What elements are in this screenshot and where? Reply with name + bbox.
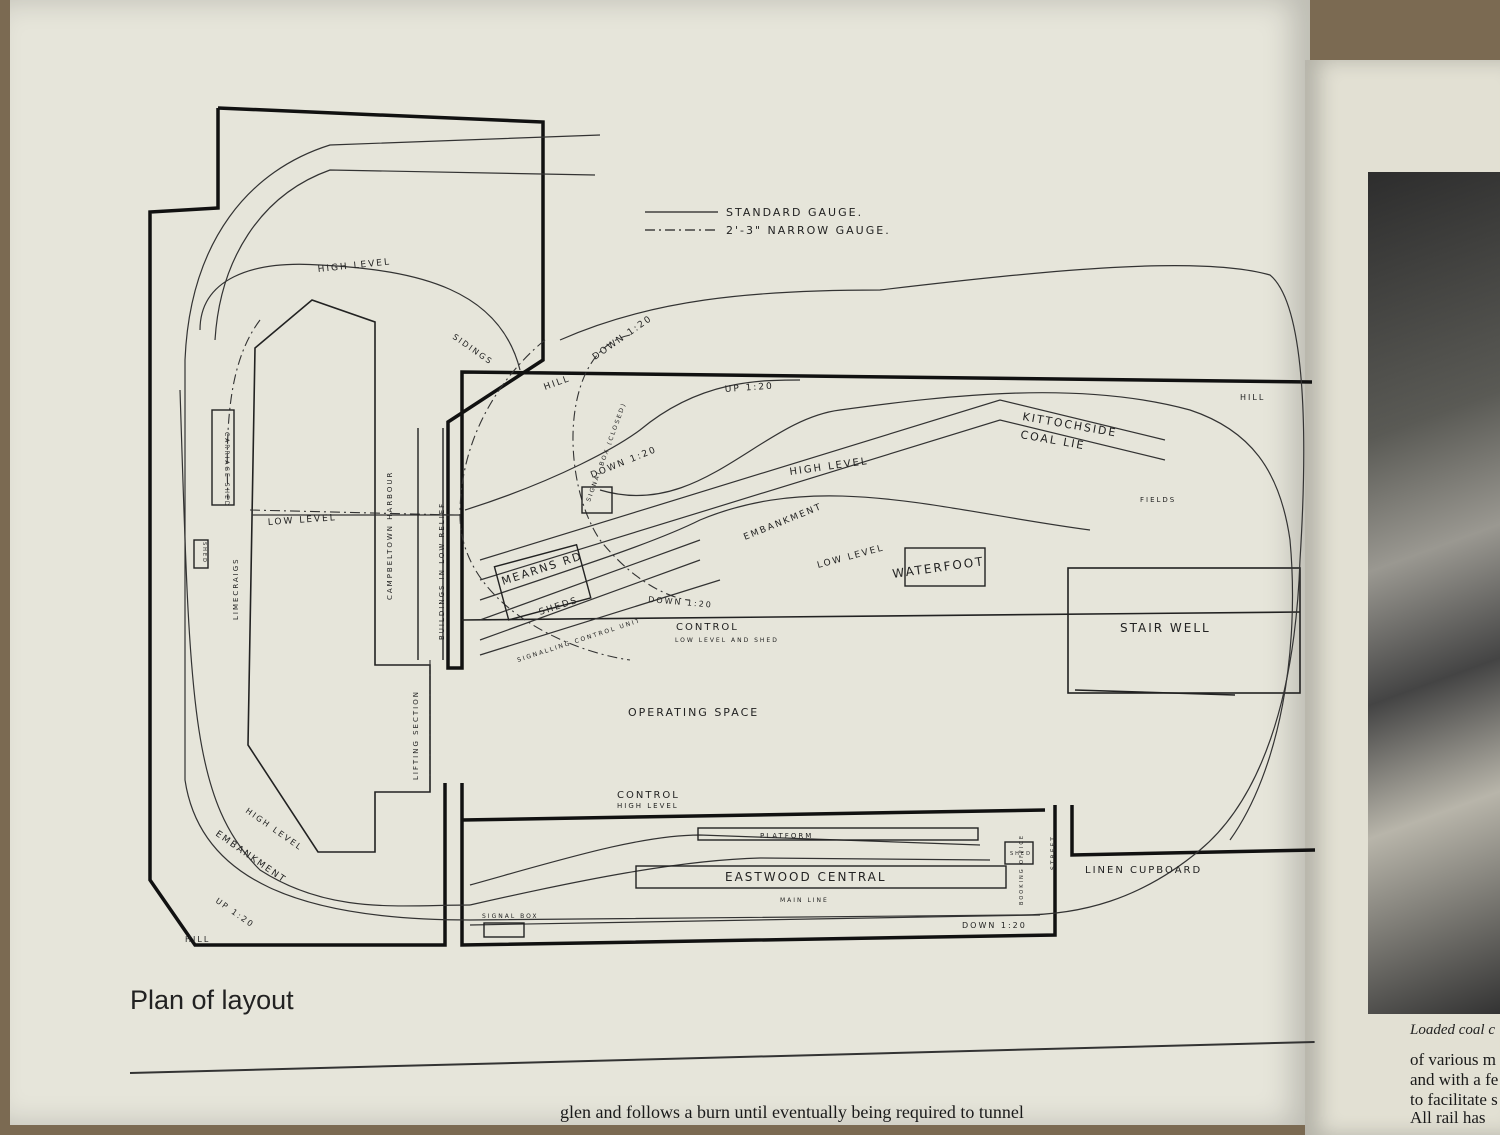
figure-caption: Plan of layout: [130, 985, 294, 1015]
layout-plan: STANDARD GAUGE. 2'-3" NARROW GAUGE. HIGH…: [148, 106, 1316, 947]
label-street: STREET: [1050, 835, 1057, 870]
legend: STANDARD GAUGE. 2'-3" NARROW GAUGE.: [645, 206, 891, 237]
label-low-level-left: LOW LEVEL: [268, 513, 338, 528]
label-fields: FIELDS: [1140, 496, 1176, 504]
label-linen-cupboard: LINEN CUPBOARD: [1085, 865, 1202, 876]
label-signal-box: SIGNAL BOX: [482, 913, 539, 920]
label-sidings: SIDINGS: [451, 332, 495, 366]
right-text-line: and with a fe: [1410, 1070, 1499, 1089]
baseboard-outline: [148, 106, 1316, 947]
label-limecraigs: LIMECRAIGS: [232, 557, 240, 620]
label-hill-bottom: HILL: [185, 935, 210, 944]
label-hill-right: HILL: [1240, 393, 1265, 402]
label-control-high-sub: HIGH LEVEL: [617, 802, 679, 810]
plan-labels: HIGH LEVEL SIDINGS DOWN 1:20 HILL UP 1:2…: [185, 257, 1265, 944]
track-lines: [179, 134, 1305, 926]
label-stair-well: STAIR WELL: [1120, 621, 1211, 635]
narrow-gauge-lines: [226, 319, 691, 780]
photo-caption: Loaded coal c: [1410, 1022, 1495, 1038]
legend-standard-label: STANDARD GAUGE.: [726, 206, 863, 219]
label-buildings-low-relief: BUILDINGS IN LOW RELIEF: [438, 502, 446, 640]
label-lifting-section: LIFTING SECTION: [412, 690, 420, 780]
body-text-line: glen and follows a burn until eventually…: [560, 1102, 1024, 1122]
scenery-boards: [247, 299, 1301, 853]
label-low-level-mid: LOW LEVEL: [816, 543, 885, 571]
label-sheds: SHEDS: [538, 596, 580, 618]
label-down-bottom: DOWN 1:20: [962, 921, 1027, 930]
right-text-line: All rail has: [1410, 1108, 1486, 1127]
label-eastwood-central: EASTWOOD CENTRAL: [725, 870, 887, 884]
coal-wagon-photo: [1368, 172, 1500, 1014]
label-high-level-top: HIGH LEVEL: [317, 257, 391, 275]
right-text-line: of various m: [1410, 1050, 1496, 1069]
label-platform: PLATFORM: [760, 832, 813, 840]
label-control-low: CONTROL: [676, 622, 739, 633]
label-shed: SHED: [201, 542, 207, 564]
label-down-top: DOWN 1:20: [591, 314, 655, 363]
label-hill-top: HILL: [543, 374, 572, 393]
label-booking-office: BOOKING OFFICE: [1019, 834, 1025, 905]
label-control-low-sub: LOW LEVEL AND SHED: [675, 637, 779, 644]
label-high-level-mid: HIGH LEVEL: [789, 456, 869, 478]
label-campbeltown-harbour: CAMPBELTOWN HARBOUR: [386, 471, 394, 600]
label-shed-small: SHED: [1010, 851, 1032, 857]
label-control-high: CONTROL: [617, 790, 680, 801]
label-embankment-mid: EMBANKMENT: [742, 502, 824, 543]
legend-narrow-label: 2'-3" NARROW GAUGE.: [726, 224, 891, 237]
right-text-line: to facilitate s: [1410, 1090, 1498, 1109]
label-up-bottom: UP 1:20: [214, 896, 256, 929]
label-carriage-shed: CARRIAGE SHED: [223, 432, 230, 507]
buildings: [193, 409, 1034, 938]
label-operating-space: OPERATING SPACE: [628, 706, 759, 719]
left-page: [10, 0, 1310, 1125]
label-down-low: DOWN 1:20: [648, 595, 713, 610]
label-main-line: MAIN LINE: [780, 897, 829, 904]
label-up-top: UP 1:20: [725, 382, 775, 395]
label-high-level-bottom: HIGH LEVEL: [244, 806, 305, 852]
